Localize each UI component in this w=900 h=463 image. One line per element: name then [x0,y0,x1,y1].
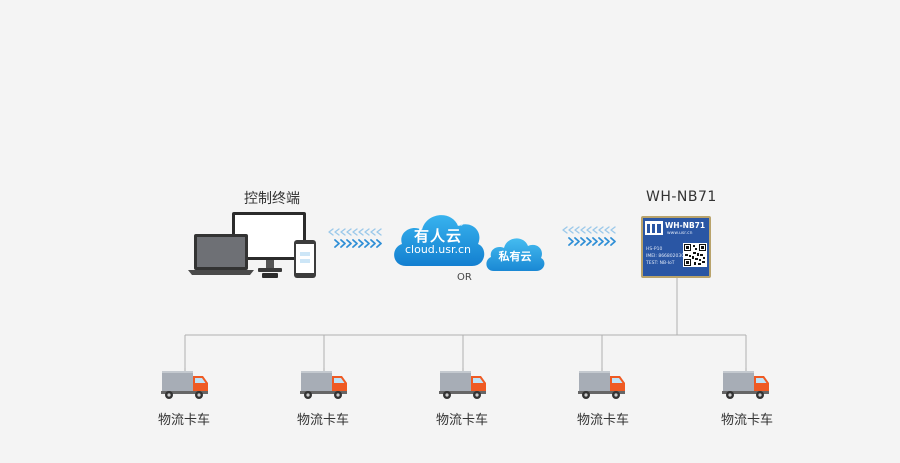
registered-mark: ® [457,220,464,228]
chip-url: www.usr.cn [667,231,693,236]
usr-logo-icon [645,221,663,235]
double-arrow-icon-right [562,226,616,246]
chip-spec-line: TEST: NB-IoT [646,261,675,266]
public-cloud-domain: cloud.usr.cn [404,243,472,256]
chip-spec-line: IMEI: 866802030 [646,254,685,259]
private-cloud-icon [486,238,545,271]
module-label: WH-NB71 [646,189,717,205]
chip-title: WH-NB71 [665,221,706,230]
chip-spec-lines: HS-P10 IMEI: 866802030 TEST: NB-IoT [646,246,684,267]
truck-label-2: 物流卡车 [297,413,350,428]
truck-icon-4 [578,368,625,399]
truck-label-1: 物流卡车 [158,413,211,428]
private-cloud-name: 私有云 [498,250,532,263]
truck-label-4: 物流卡车 [577,413,630,428]
public-cloud-icon [394,215,485,266]
public-cloud-name: 有人云 [413,227,462,245]
truck-label-3: 物流卡车 [436,413,489,428]
truck-icon-1 [161,368,208,399]
or-label: OR [457,272,472,283]
truck-label-5: 物流卡车 [721,413,774,428]
computer-devices-icon [188,212,316,278]
qr-code-icon [683,243,707,267]
truck-icon-5 [722,368,769,399]
nb-module-chip: WH-NB71 www.usr.cn HS-P10 IMEI: 86680203… [641,216,711,278]
chip-spec-line: HS-P10 [646,247,663,252]
terminal-label: 控制终端 [244,191,300,207]
truck-icon-2 [300,368,347,399]
double-arrow-icon-left [328,228,382,248]
truck-icon-3 [439,368,486,399]
